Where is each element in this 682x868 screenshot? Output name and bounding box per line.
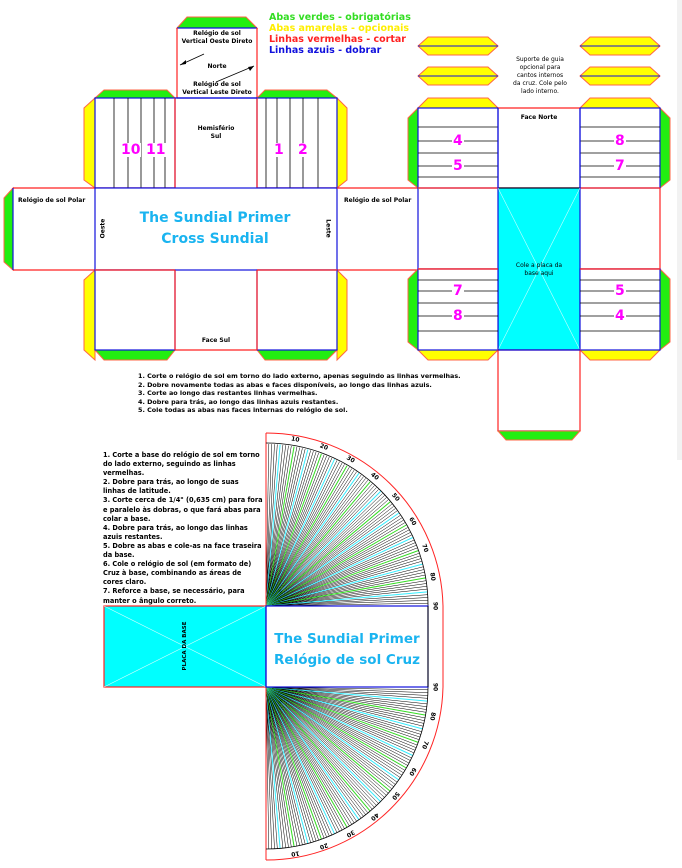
hour-number-11: 11: [145, 142, 167, 158]
svg-text:90: 90: [432, 683, 439, 691]
hour-number-1: 1: [273, 142, 285, 158]
green-tab: [175, 16, 259, 29]
hour-number-10: 10: [120, 142, 142, 158]
svg-text:60: 60: [407, 766, 417, 777]
guide-number: 4: [614, 308, 626, 324]
green-tab: [93, 89, 177, 99]
svg-text:90: 90: [432, 602, 439, 610]
north-face-label: Face Norte: [520, 114, 558, 121]
svg-text:40: 40: [369, 471, 380, 482]
yellow-tab: [83, 268, 96, 362]
legend-yellow: Abas amarelas - opcionais: [269, 23, 410, 34]
east-label: Leste: [324, 219, 332, 238]
guide-number: 5: [614, 283, 626, 299]
base-plate-label: PLACA DA BASE: [182, 621, 188, 671]
green-tab: [255, 89, 339, 99]
yellow-tab: [83, 96, 96, 189]
green-tab: [255, 349, 339, 361]
svg-text:20: 20: [319, 442, 329, 451]
svg-text:80: 80: [428, 572, 436, 581]
svg-text:10: 10: [291, 849, 300, 857]
guide-number: 5: [452, 158, 464, 174]
south-face-label: Face Sul: [201, 337, 231, 344]
latitude-fan-bottom: [265, 686, 429, 850]
north-center-label: Norte: [207, 63, 227, 70]
legend-green: Abas verdes - obrigatórias: [269, 12, 411, 23]
cross-instructions: 1. Corte o relógio de sol em torno do la…: [138, 372, 461, 415]
svg-text:60: 60: [407, 516, 417, 527]
polar-left-label: Relógio de sol Polar: [18, 197, 86, 204]
svg-text:10: 10: [291, 435, 300, 443]
guide-number: 8: [614, 133, 626, 149]
latitude-fan-top: [265, 443, 429, 607]
legend-red: Linhas vermelhas - cortar: [269, 34, 406, 45]
svg-text:50: 50: [390, 492, 401, 503]
base-instructions: 1. Corte a base do relógio de sol em tor…: [103, 451, 263, 605]
scrollbar-edge: [677, 0, 682, 460]
west-label: Oeste: [99, 218, 107, 239]
yellow-supports: [417, 36, 661, 86]
guide-number: 4: [452, 133, 464, 149]
legend-blue: Linhas azuis - dobrar: [269, 45, 382, 56]
svg-text:20: 20: [319, 841, 329, 850]
green-tab: [93, 349, 177, 361]
svg-text:40: 40: [369, 811, 380, 822]
hour-number-2: 2: [297, 142, 309, 158]
svg-text:70: 70: [420, 740, 429, 750]
yellow-tab: [336, 268, 348, 362]
svg-text:30: 30: [345, 828, 356, 838]
guide-number: 7: [452, 283, 464, 299]
svg-text:70: 70: [420, 543, 429, 553]
guide-number: 8: [452, 308, 464, 324]
yellow-tab: [336, 96, 348, 190]
svg-text:80: 80: [428, 712, 436, 721]
svg-text:30: 30: [345, 454, 356, 464]
green-tab: [3, 186, 14, 272]
color-legend: Abas verdes - obrigatórias Abas amarelas…: [269, 12, 411, 56]
guide-number: 7: [614, 158, 626, 174]
svg-text:50: 50: [390, 790, 401, 801]
polar-right-label: Relógio de sol Polar: [344, 197, 412, 204]
